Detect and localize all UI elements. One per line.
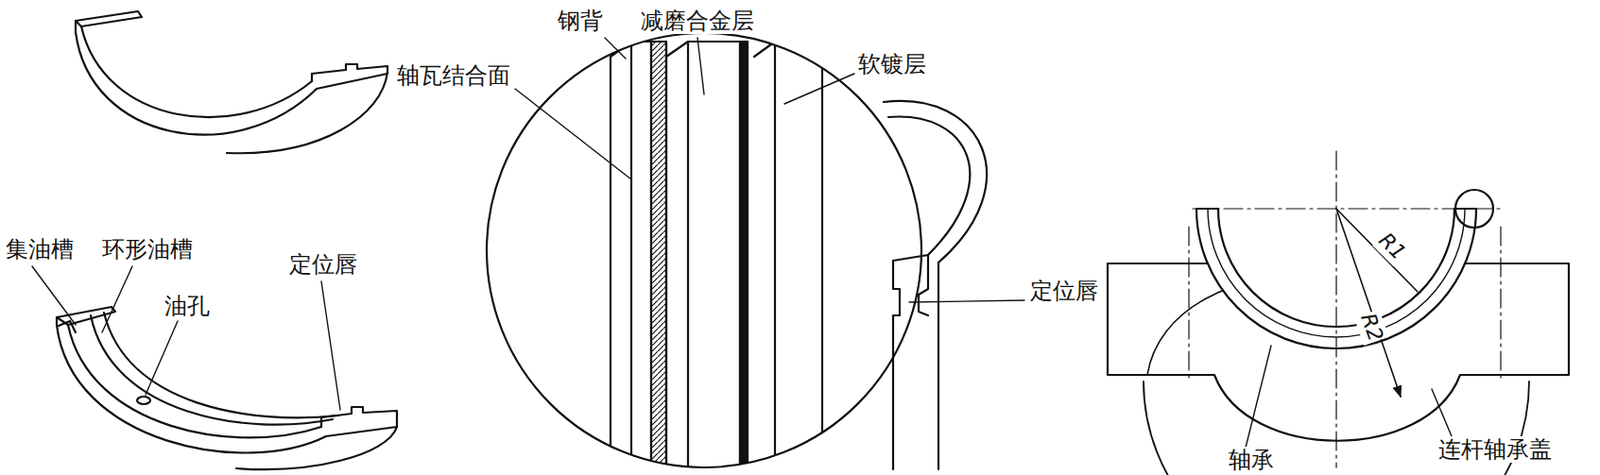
part-label: 轴瓦结合面 — [395, 62, 513, 89]
leader-lines — [32, 37, 1452, 448]
part-label: 轴承 — [1226, 447, 1276, 474]
part-label: 钢背 — [555, 7, 605, 35]
part-label: 连杆轴承盖 — [1436, 436, 1554, 464]
part-label: 环形油槽 — [100, 236, 195, 263]
layer-magnifier — [486, 33, 922, 475]
lower-shell — [56, 307, 397, 470]
part-label: 软镀层 — [856, 51, 929, 78]
shell-half — [883, 101, 987, 470]
part-label: 油孔 — [162, 292, 212, 320]
part-label: 减磨合金层 — [638, 7, 757, 35]
part-label: 集油槽 — [3, 236, 76, 263]
bearing-section — [1107, 151, 1569, 475]
upper-shell — [75, 11, 388, 154]
part-label: 定位唇 — [287, 251, 360, 278]
part-label: 定位唇 — [1028, 277, 1101, 305]
